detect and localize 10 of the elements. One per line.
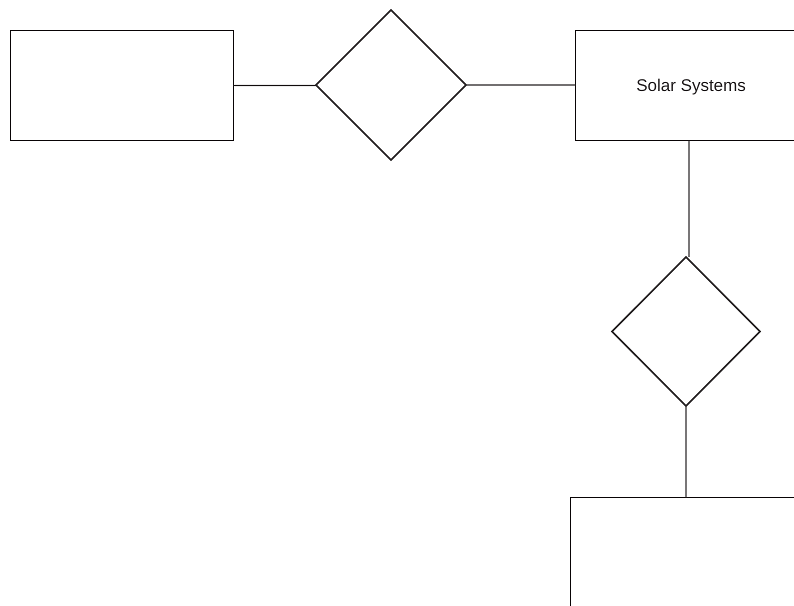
connector-line (685, 406, 687, 497)
entity-label: Solar Systems (636, 76, 746, 96)
entity-box (575, 30, 794, 141)
empty-box (10, 30, 234, 141)
decision-diamond (612, 257, 760, 406)
connector-line (466, 84, 575, 86)
connector-line (688, 141, 690, 257)
decision-diamond (316, 10, 466, 160)
connector-line (234, 84, 316, 86)
empty-box (570, 497, 794, 606)
